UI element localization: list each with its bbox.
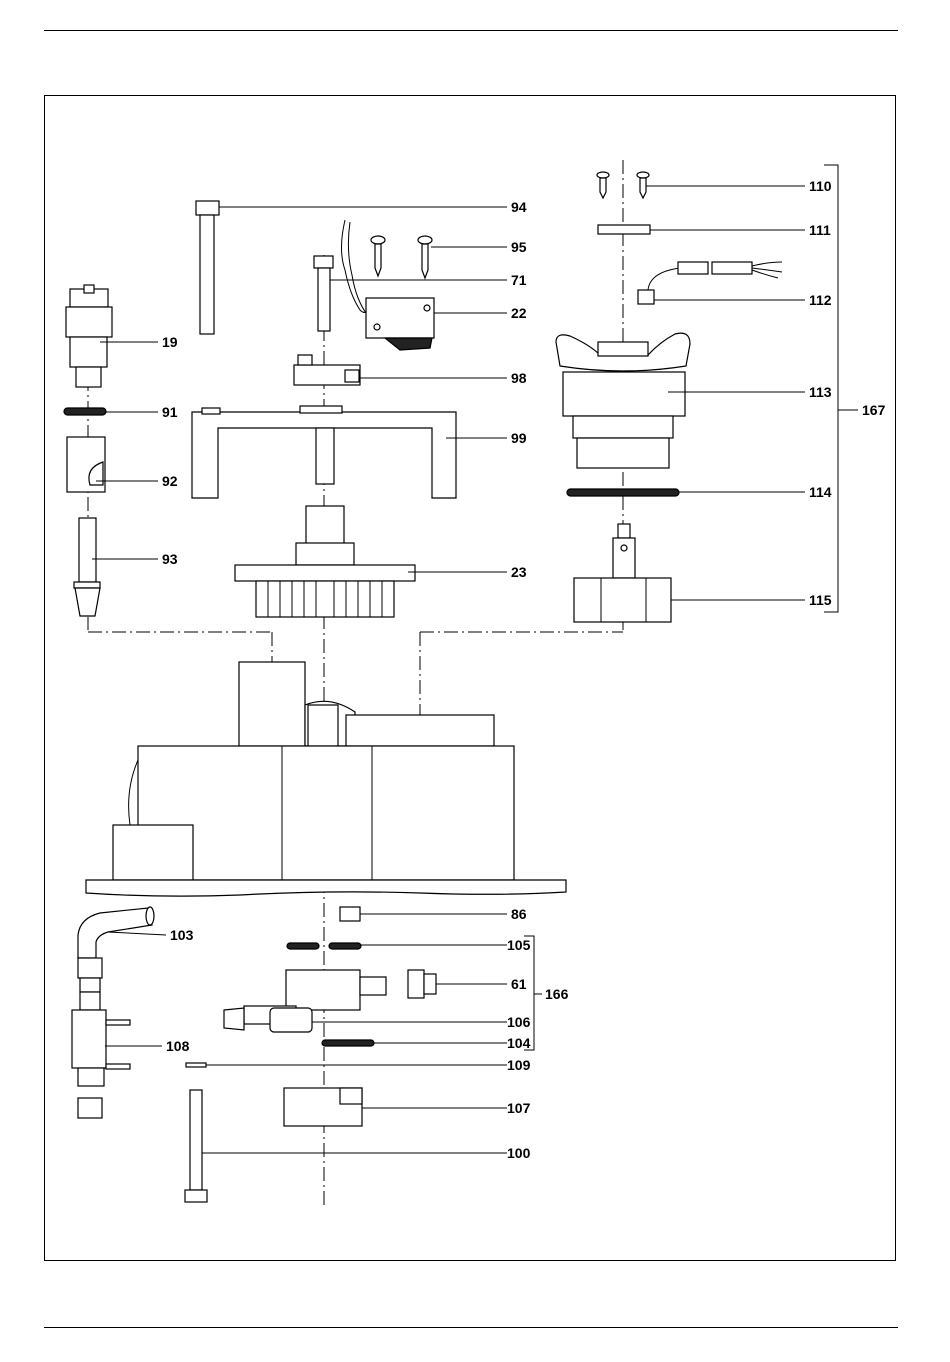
part-19-sensor	[66, 285, 158, 387]
part-113-housing	[556, 333, 805, 468]
callout-105: 105	[507, 937, 531, 953]
callout-109: 109	[507, 1057, 531, 1073]
callout-86: 86	[511, 906, 527, 922]
callout-94: 94	[511, 199, 527, 215]
callout-112: 112	[809, 292, 832, 308]
callout-71: 71	[511, 272, 527, 288]
callout-91: 91	[162, 404, 178, 420]
callout-111: 111	[809, 222, 831, 238]
part-61-connector	[408, 970, 507, 998]
callout-99: 99	[511, 430, 527, 446]
part-98-bracket	[294, 355, 507, 385]
callout-113: 113	[809, 384, 832, 400]
callout-19: 19	[162, 334, 178, 350]
part-103-hose	[78, 907, 166, 958]
part-115-block	[574, 524, 805, 622]
callout-110: 110	[809, 178, 832, 194]
part-111-washer	[598, 225, 805, 234]
callout-114: 114	[809, 484, 832, 500]
callout-106: 106	[507, 1014, 531, 1030]
callout-22: 22	[511, 305, 527, 321]
part-104-oring	[322, 1040, 507, 1046]
part-95-screws	[371, 236, 507, 278]
callout-167: 167	[862, 402, 886, 418]
part-106-valve	[224, 970, 507, 1032]
callout-100: 100	[507, 1145, 531, 1161]
callout-166: 166	[545, 986, 569, 1002]
callout-107: 107	[507, 1100, 531, 1116]
callout-103: 103	[170, 927, 194, 943]
part-93-nozzle	[74, 518, 158, 616]
part-108-fitting	[72, 958, 162, 1118]
group-166-bracket	[524, 936, 542, 1050]
callout-23: 23	[511, 564, 527, 580]
part-86	[340, 907, 507, 921]
part-92-clip	[67, 437, 158, 492]
part-91-oring	[64, 408, 158, 415]
part-99-frame	[192, 406, 507, 498]
base-assembly	[86, 662, 566, 896]
part-23-gear	[235, 506, 507, 617]
callout-95: 95	[511, 239, 527, 255]
part-94-pin	[196, 201, 507, 334]
callout-93: 93	[162, 551, 178, 567]
callout-61: 61	[511, 976, 527, 992]
callout-98: 98	[511, 370, 527, 386]
part-109-pin	[186, 1063, 507, 1067]
callout-92: 92	[162, 473, 178, 489]
callout-104: 104	[507, 1035, 531, 1051]
part-107-block	[284, 1088, 507, 1126]
callout-108: 108	[166, 1038, 190, 1054]
part-105-orings	[287, 943, 507, 949]
part-114-oring	[567, 489, 805, 496]
callout-115: 115	[809, 592, 832, 608]
part-112-cable	[638, 262, 805, 304]
part-110-nails	[597, 172, 805, 198]
